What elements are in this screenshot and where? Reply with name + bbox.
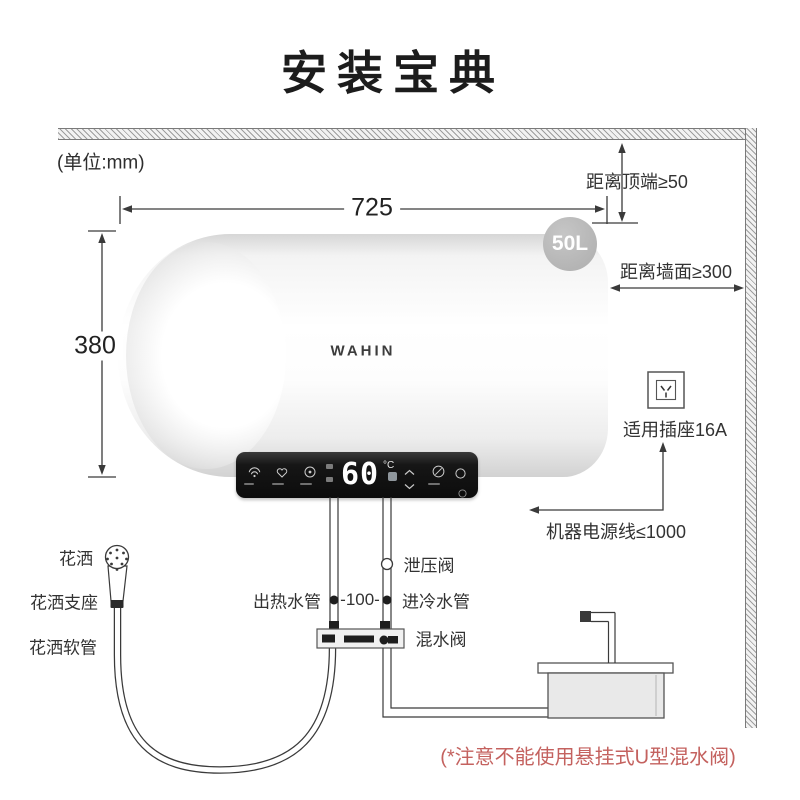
power-icon <box>455 466 466 484</box>
chevron-up-icon <box>404 463 415 481</box>
shower-hose-curve <box>113 606 337 774</box>
unit-label: (单位:mm) <box>57 152 145 174</box>
ceiling-hatch <box>58 128 757 140</box>
mixing-valve-label: 混水阀 <box>415 630 467 650</box>
hot-pipe-label: 出热水管 <box>253 592 321 612</box>
wall-hatch <box>745 128 757 728</box>
panel-label-bar <box>300 483 312 485</box>
power-cord-label: 机器电源线≤1000 <box>546 522 686 542</box>
heart-icon <box>276 465 288 483</box>
dim-height-value: 380 <box>67 331 123 361</box>
page-title: 安装宝典 <box>281 47 505 99</box>
capacity-badge: 50L <box>543 217 597 271</box>
pipe-spacing-dots <box>329 595 392 605</box>
panel-label-bar <box>272 483 284 485</box>
mixing-valve-icon <box>316 621 405 649</box>
relief-valve-label: 泄压阀 <box>403 556 455 576</box>
cold-pipe-label: 进冷水管 <box>402 592 470 612</box>
bath-mode-icon <box>304 465 316 483</box>
shower-hose-label: 花洒软管 <box>29 638 97 658</box>
top-clearance-label: 距离顶端≥50 <box>586 172 688 192</box>
panel-label-bar <box>244 483 254 485</box>
sink <box>537 611 674 719</box>
relief-valve-icon <box>380 557 394 571</box>
warning-note: (*注意不能使用悬挂式U型混水阀) <box>440 746 736 769</box>
wall-clearance-arrow <box>610 284 744 292</box>
chevron-down-icon <box>404 477 415 495</box>
socket-label: 适用插座16A <box>622 420 728 440</box>
brand-logo: WAHIN <box>330 342 396 360</box>
water-heater-body <box>118 234 608 477</box>
panel-label-bar <box>428 483 440 485</box>
socket-icon <box>647 371 685 409</box>
indicator-top <box>326 464 333 469</box>
faucet-icon <box>580 611 616 663</box>
dim-width-value: 725 <box>344 193 400 223</box>
shower-bracket-label: 花洒支座 <box>30 593 98 613</box>
shower-head-label: 花洒 <box>59 549 93 569</box>
hot-water-pipe <box>329 497 339 629</box>
wall-clearance-label: 距离墙面≥300 <box>620 262 732 282</box>
service-dot-icon <box>458 485 467 503</box>
temperature-unit: °C <box>383 460 395 471</box>
wifi-icon <box>248 465 261 483</box>
heater-left-cap <box>126 242 286 469</box>
control-panel: 60 °C <box>236 452 478 498</box>
sink-supply-pipe <box>382 648 549 718</box>
top-clearance-arrow <box>592 143 638 224</box>
shower-head-icon <box>104 544 130 608</box>
power-cord-arrow <box>529 442 667 514</box>
pipe-spacing-label: -100- <box>340 590 380 609</box>
temperature-display: 60 <box>340 457 380 492</box>
indicator-bottom <box>326 477 333 482</box>
status-square <box>388 472 397 481</box>
timer-icon <box>432 465 445 483</box>
